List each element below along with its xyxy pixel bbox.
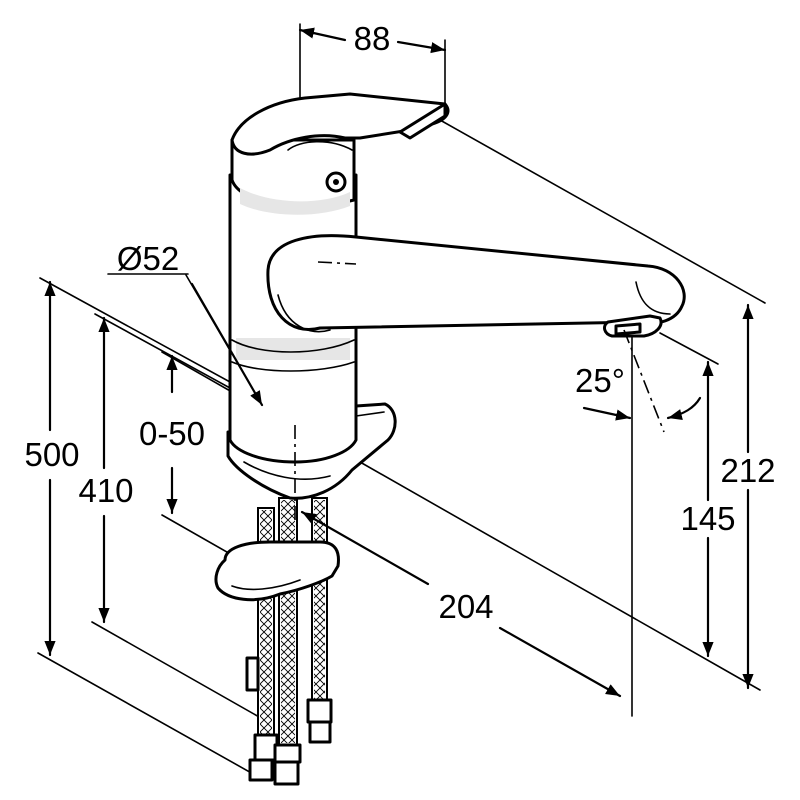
- extension-lines: [37, 23, 766, 776]
- dim-25-left-arrow: [582, 406, 632, 421]
- dim-500-label: 500: [24, 436, 79, 473]
- dim-204-upper: [300, 510, 430, 586]
- dim-88-line-left: [298, 27, 347, 42]
- dim-52-leader: [190, 282, 264, 407]
- dim-204-lower: [498, 626, 622, 698]
- dim-25-arc: [666, 396, 702, 421]
- dim-204-label: 204: [438, 588, 493, 625]
- dim-145-label: 145: [680, 500, 735, 537]
- dim-88-label: 88: [354, 20, 391, 57]
- center-lines: [294, 261, 665, 525]
- dim-52-label: Ø52: [117, 240, 179, 277]
- dim-212-label: 212: [720, 452, 775, 489]
- dimension-lines: [44, 27, 754, 698]
- mounting-plate: [214, 540, 340, 602]
- lever-handle: [230, 92, 450, 215]
- dim-410-label: 410: [78, 472, 133, 509]
- dim-25-label: 25°: [575, 362, 625, 399]
- faucet-spout: [266, 234, 686, 338]
- dimension-labels: 88 Ø52 0-50 500 410 204 25° 212 145: [24, 20, 775, 625]
- dim-88-line-right: [396, 40, 447, 54]
- dim-0-50-label: 0-50: [139, 415, 205, 452]
